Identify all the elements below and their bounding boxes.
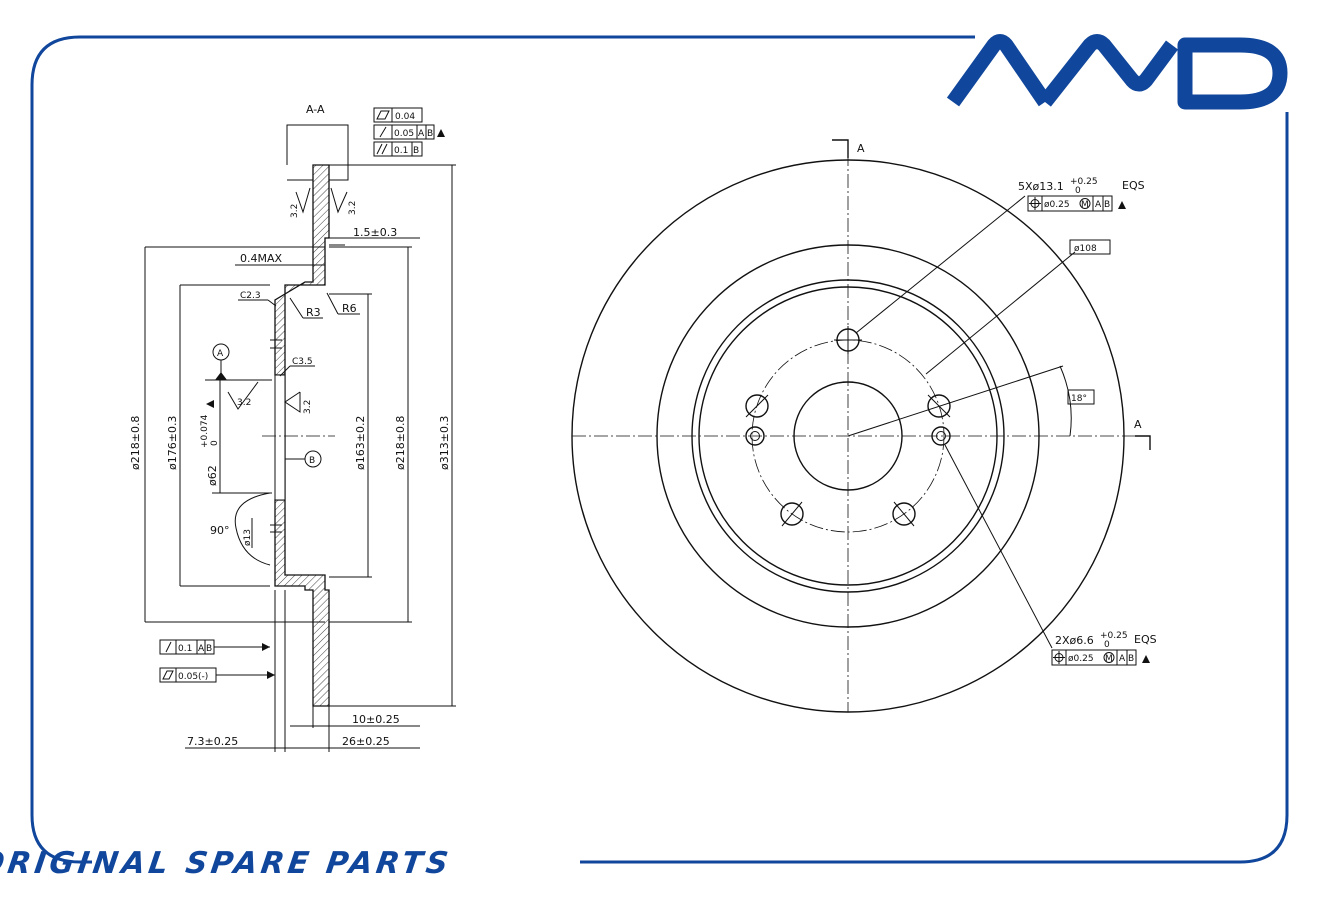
tolerance-frame-flatness: 0.04 [373,107,423,123]
runout-datum-b: B [427,129,433,139]
dim-62-tol-low: 0 [210,440,220,446]
svg-text:B: B [206,644,212,654]
pin-hole-tol-up: +0.25 [1100,631,1128,641]
flatness-bottom-value: 0.05(-) [178,672,208,682]
datum-a-label: A [217,349,224,359]
dim-thickness-variation: 1.5±0.3 [353,226,397,239]
angle-value: 18° [1071,394,1087,404]
svg-text:3.2: 3.2 [348,201,358,215]
dim-176: ø176±0.3 [166,416,179,470]
roughness-mark-right: 3.2 [330,187,358,215]
bolt-hole [780,501,804,527]
parallelism-datum: B [413,146,419,156]
frame-border [30,35,1289,864]
bolt-hole-position-frame: ø0.25 M A B [1027,195,1126,212]
pcd-frame: ø108 [1069,239,1111,255]
pin-hole [931,426,951,446]
friction-ring-inner [656,244,1040,628]
datum-b-label: B [309,456,315,466]
bolt-hole [834,326,862,354]
dim-10: 10±0.25 [352,713,400,726]
dim-26: 26±0.25 [342,735,390,748]
dim-218-right: ø218±0.8 [394,416,407,470]
dim-62-tol-up: +0.074 [200,414,210,448]
bolt-hole-spec: 5Xø13.1 [1018,180,1064,193]
section-marker-right: A [1134,418,1142,431]
section-marker-top: A [857,142,865,155]
dim-c35: C3.5 [292,357,313,367]
svg-text:B: B [1104,200,1110,210]
bolt-hole [892,501,916,527]
section-label: A-A [306,103,325,116]
bolt-hole-tol-low: 0 [1075,186,1081,196]
dim-0-4max: 0.4MAX [240,252,283,265]
pin-hole-tol-low: 0 [1104,640,1110,650]
section-view: A-A 0.04 0.05 A B [129,103,456,752]
svg-text:ø0.25: ø0.25 [1044,200,1070,210]
dim-r6: R6 [342,302,357,315]
bolt-hole-eqs: EQS [1122,179,1145,192]
dim-218-left: ø218±0.8 [129,416,142,470]
svg-text:M: M [1105,654,1113,664]
dim-c23: C2.3 [240,291,261,301]
pin-hole-position-frame: ø0.25 M A B [1051,649,1150,666]
svg-text:M: M [1081,200,1089,210]
dim-7-3: 7.3±0.25 [187,735,238,748]
dim-62: ø62 [206,465,219,486]
pin-hole [745,426,765,446]
pin-hole-spec: 2Xø6.6 [1055,634,1094,647]
amd-logo [946,34,1288,110]
dim-163: ø163±0.2 [354,416,367,470]
disc-outer-edge [571,159,1125,713]
pcd-value: ø108 [1074,244,1097,254]
parallelism-value: 0.1 [394,146,408,156]
svg-text:A: A [1095,200,1102,210]
centre-bore [793,381,903,491]
tolerance-frame-runout-bottom: 0.1 A B [159,639,270,655]
dim-13: ø13 [243,529,253,546]
dim-313: ø313±0.3 [438,416,451,470]
roughness-mark-face: 3.2 [284,391,313,414]
roughness-mark-hub: 3.2 [227,381,259,410]
runout-bottom-value: 0.1 [178,644,192,654]
svg-text:B: B [1128,654,1134,664]
tolerance-frame-runout: 0.05 A B [373,124,445,140]
svg-text:3.2: 3.2 [237,398,251,408]
bolt-hole-tol-up: +0.25 [1070,177,1098,187]
bolt-hole [745,394,769,418]
runout-datum-a: A [418,129,425,139]
roughness-mark-left: 3.2 [290,187,311,218]
svg-text:3.2: 3.2 [290,204,300,218]
dim-90-deg: 90° [210,524,230,537]
flatness-value: 0.04 [395,112,415,122]
tolerance-frame-parallelism: 0.1 B [373,141,423,157]
brand-tagline: ORIGINAL SPARE PARTS [0,846,451,881]
tolerance-frame-flatness-bottom: 0.05(-) [159,667,275,683]
svg-text:ø0.25: ø0.25 [1068,654,1094,664]
svg-text:3.2: 3.2 [303,400,313,414]
pin-hole-eqs: EQS [1134,633,1157,646]
svg-text:A: A [198,644,205,654]
dim-r3: R3 [306,306,321,319]
front-view: A A 5Xø13.1 +0.25 0 EQS ø0.25 [571,139,1157,713]
runout-value: 0.05 [394,129,414,139]
svg-text:A: A [1119,654,1126,664]
